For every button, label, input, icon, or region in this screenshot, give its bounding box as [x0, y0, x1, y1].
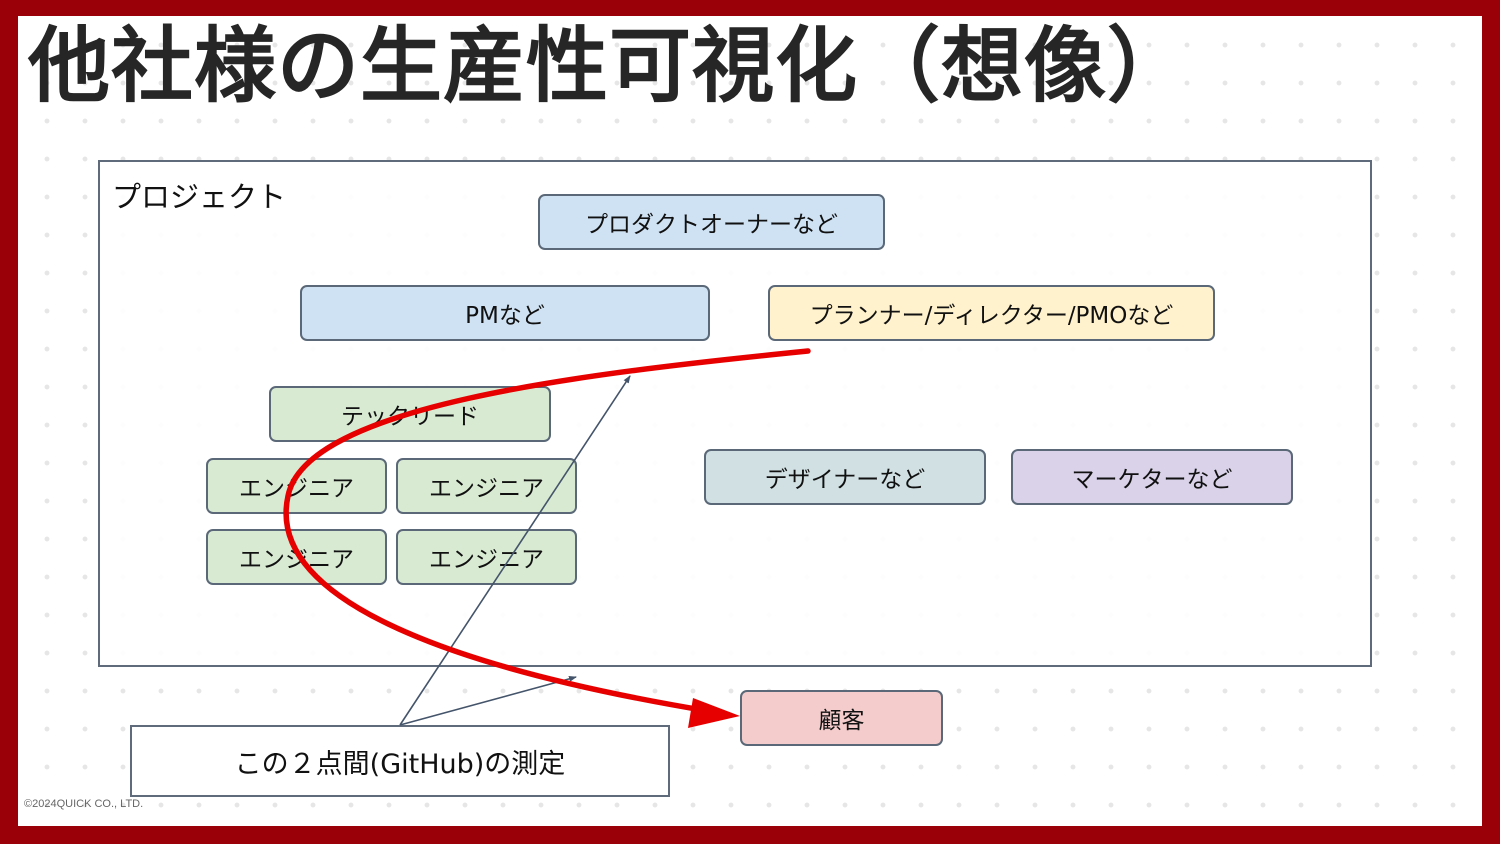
copyright: ©2024QUICK CO., LTD.: [24, 798, 144, 810]
value-flow-arrowhead: [688, 698, 740, 728]
measurement-note: この２点間(GitHub)の測定: [130, 725, 670, 797]
planner-box: プランナー/ディレクター/PMOなど: [768, 285, 1215, 341]
arrows-layer: [283, 348, 811, 728]
engineer-box-2: エンジニア: [396, 458, 577, 514]
pm-box: PMなど: [300, 285, 710, 341]
value-flow-arrow: [283, 348, 811, 714]
product-owner-box: プロダクトオーナーなど: [538, 194, 885, 250]
customer-box: 顧客: [740, 690, 943, 746]
marketer-box: マーケターなど: [1011, 449, 1293, 505]
slide-title: 他社様の生産性可視化（想像）: [28, 19, 1191, 114]
engineer-box-3: エンジニア: [206, 529, 387, 585]
engineer-box-4: エンジニア: [396, 529, 577, 585]
project-label: プロジェクト: [112, 180, 287, 214]
measure-arrow-to-end: [399, 675, 577, 726]
measure-arrow-to-start: [399, 375, 631, 726]
slide: 他社様の生産性可視化（想像） プロジェクト プロダクトオーナーなど PMなど プ…: [18, 16, 1482, 826]
designer-box: デザイナーなど: [704, 449, 986, 505]
